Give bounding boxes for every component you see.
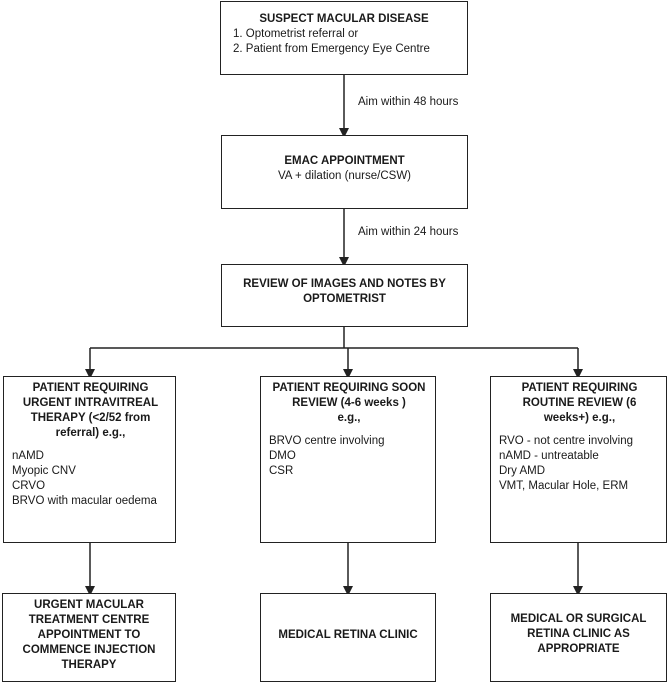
urgent-title-line: URGENT INTRAVITREAL bbox=[22, 396, 159, 409]
routine-item: RVO - not centre involving bbox=[499, 434, 634, 447]
aim-48-hours-label: Aim within 48 hours bbox=[358, 96, 459, 108]
review-images-box: REVIEW OF IMAGES AND NOTES BY OPTOMETRIS… bbox=[221, 264, 468, 327]
urgent-item: nAMD bbox=[12, 449, 44, 462]
routine-review-box: PATIENT REQUIRING ROUTINE REVIEW (6 week… bbox=[490, 376, 667, 543]
urgent-outcome-line: THERAPY bbox=[61, 658, 117, 671]
medical-retina-clinic-box: MEDICAL RETINA CLINIC bbox=[260, 593, 436, 682]
routine-outcome-line: APPROPRIATE bbox=[537, 642, 620, 655]
soon-outcome-label: MEDICAL RETINA CLINIC bbox=[278, 629, 418, 641]
soon-review-box: PATIENT REQUIRING SOON REVIEW (4-6 weeks… bbox=[260, 376, 436, 543]
urgent-treatment-centre-box: URGENT MACULAR TREATMENT CENTRE APPOINTM… bbox=[2, 593, 176, 682]
soon-title-line: REVIEW (4-6 weeks ) bbox=[292, 396, 406, 409]
routine-outcome-line: MEDICAL OR SURGICAL bbox=[510, 613, 647, 625]
review-title-line: OPTOMETRIST bbox=[303, 292, 386, 305]
routine-item: VMT, Macular Hole, ERM bbox=[499, 479, 629, 492]
routine-title-line: ROUTINE REVIEW (6 bbox=[522, 396, 637, 409]
suspect-line: 2. Patient from Emergency Eye Centre bbox=[233, 42, 430, 55]
medical-surgical-retina-box: MEDICAL OR SURGICAL RETINA CLINIC AS APP… bbox=[490, 593, 667, 682]
soon-title-line: e.g., bbox=[337, 411, 361, 424]
urgent-title-line: THERAPY (<2/52 from bbox=[30, 411, 151, 424]
routine-outcome-line: RETINA CLINIC AS bbox=[527, 627, 630, 640]
urgent-item: BRVO with macular oedema bbox=[12, 494, 157, 507]
routine-title-line: weeks+) e.g., bbox=[543, 411, 616, 424]
soon-item: CSR bbox=[269, 464, 294, 477]
review-title-line: REVIEW OF IMAGES AND NOTES BY bbox=[243, 278, 446, 290]
emac-title: EMAC APPOINTMENT bbox=[284, 155, 405, 167]
urgent-item: CRVO bbox=[12, 479, 46, 492]
urgent-intravitreal-box: PATIENT REQUIRING URGENT INTRAVITREAL TH… bbox=[3, 376, 176, 543]
urgent-title-line: PATIENT REQUIRING bbox=[32, 382, 149, 394]
urgent-item: Myopic CNV bbox=[12, 464, 76, 477]
soon-item: BRVO centre involving bbox=[269, 434, 385, 447]
urgent-outcome-line: APPOINTMENT TO bbox=[37, 628, 141, 641]
urgent-outcome-line: TREATMENT CENTRE bbox=[28, 613, 150, 626]
routine-item: nAMD - untreatable bbox=[499, 449, 599, 462]
emac-appointment-box: EMAC APPOINTMENT VA + dilation (nurse/CS… bbox=[221, 135, 468, 209]
soon-item: DMO bbox=[269, 449, 296, 462]
routine-item: Dry AMD bbox=[499, 464, 545, 477]
aim-24-hours-label: Aim within 24 hours bbox=[358, 226, 459, 238]
urgent-outcome-line: URGENT MACULAR bbox=[34, 599, 144, 611]
suspect-macular-disease-box: SUSPECT MACULAR DISEASE 1. Optometrist r… bbox=[220, 1, 468, 75]
urgent-title-line: referral) e.g., bbox=[55, 426, 126, 439]
emac-subtitle: VA + dilation (nurse/CSW) bbox=[277, 169, 412, 182]
suspect-title: SUSPECT MACULAR DISEASE bbox=[259, 13, 429, 25]
suspect-line: 1. Optometrist referral or bbox=[233, 27, 359, 40]
routine-title-line: PATIENT REQUIRING bbox=[521, 382, 638, 394]
urgent-outcome-line: COMMENCE INJECTION bbox=[22, 643, 156, 656]
soon-title-line: PATIENT REQUIRING SOON bbox=[272, 382, 426, 394]
